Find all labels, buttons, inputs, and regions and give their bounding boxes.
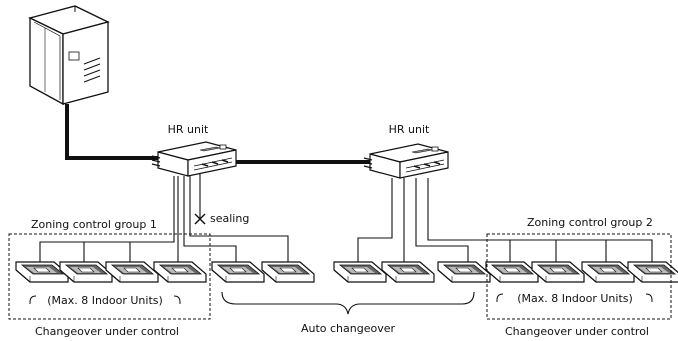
hr-unit-1-label: HR unit: [168, 123, 209, 136]
hr-unit-2-label: HR unit: [389, 123, 430, 136]
max-units-1-label: (Max. 8 Indoor Units): [47, 294, 163, 307]
cassette-indoor-unit-icon: [105, 261, 159, 283]
cassette-indoor-unit-icon: [333, 261, 387, 283]
cassette-indoor-unit-icon: [531, 261, 585, 283]
zone-group-2-box: [486, 233, 672, 320]
zone-group-2-label: Zoning control group 2: [527, 216, 653, 229]
zone-group-2: Zoning control group 2 (Max. 8 Indoor Un…: [486, 216, 672, 338]
hr-unit-2: HR unit: [363, 123, 449, 179]
cassette-indoor-unit-icon: [485, 261, 539, 283]
zone-group-1: Zoning control group 1 (Max. 8 Indoor Un…: [8, 218, 211, 338]
auto-changeover-brace: Auto changeover: [221, 291, 475, 335]
changeover-right-label: Changeover under control: [505, 325, 649, 338]
hr-unit-icon: [363, 143, 449, 179]
cross-mark-icon: [194, 213, 206, 225]
outdoor-unit-icon: [28, 5, 110, 106]
cassette-indoor-unit-icon: [581, 261, 635, 283]
main-refrigerant-pipe: [65, 104, 372, 164]
hr-unit-1: HR unit: [151, 123, 237, 177]
max-units-2-label: (Max. 8 Indoor Units): [517, 292, 633, 305]
zone-group-2-indoor-units: [485, 261, 678, 283]
hr-unit-icon: [151, 141, 237, 177]
changeover-left-label: Changeover under control: [35, 325, 179, 338]
auto-changeover-label: Auto changeover: [301, 322, 396, 335]
cassette-indoor-unit-icon: [261, 261, 315, 283]
zone-group-1-box: [8, 233, 211, 320]
zone-group-1-label: Zoning control group 1: [31, 218, 157, 231]
auto-changeover-indoor-units: [211, 261, 491, 283]
zone-group-1-indoor-units: [15, 261, 207, 283]
branch-pipes-hr2: [357, 178, 653, 262]
sealing-label: sealing: [210, 212, 249, 225]
cassette-indoor-unit-icon: [153, 261, 207, 283]
cassette-indoor-unit-icon: [211, 261, 265, 283]
cassette-indoor-unit-icon: [437, 261, 491, 283]
cassette-indoor-unit-icon: [381, 261, 435, 283]
